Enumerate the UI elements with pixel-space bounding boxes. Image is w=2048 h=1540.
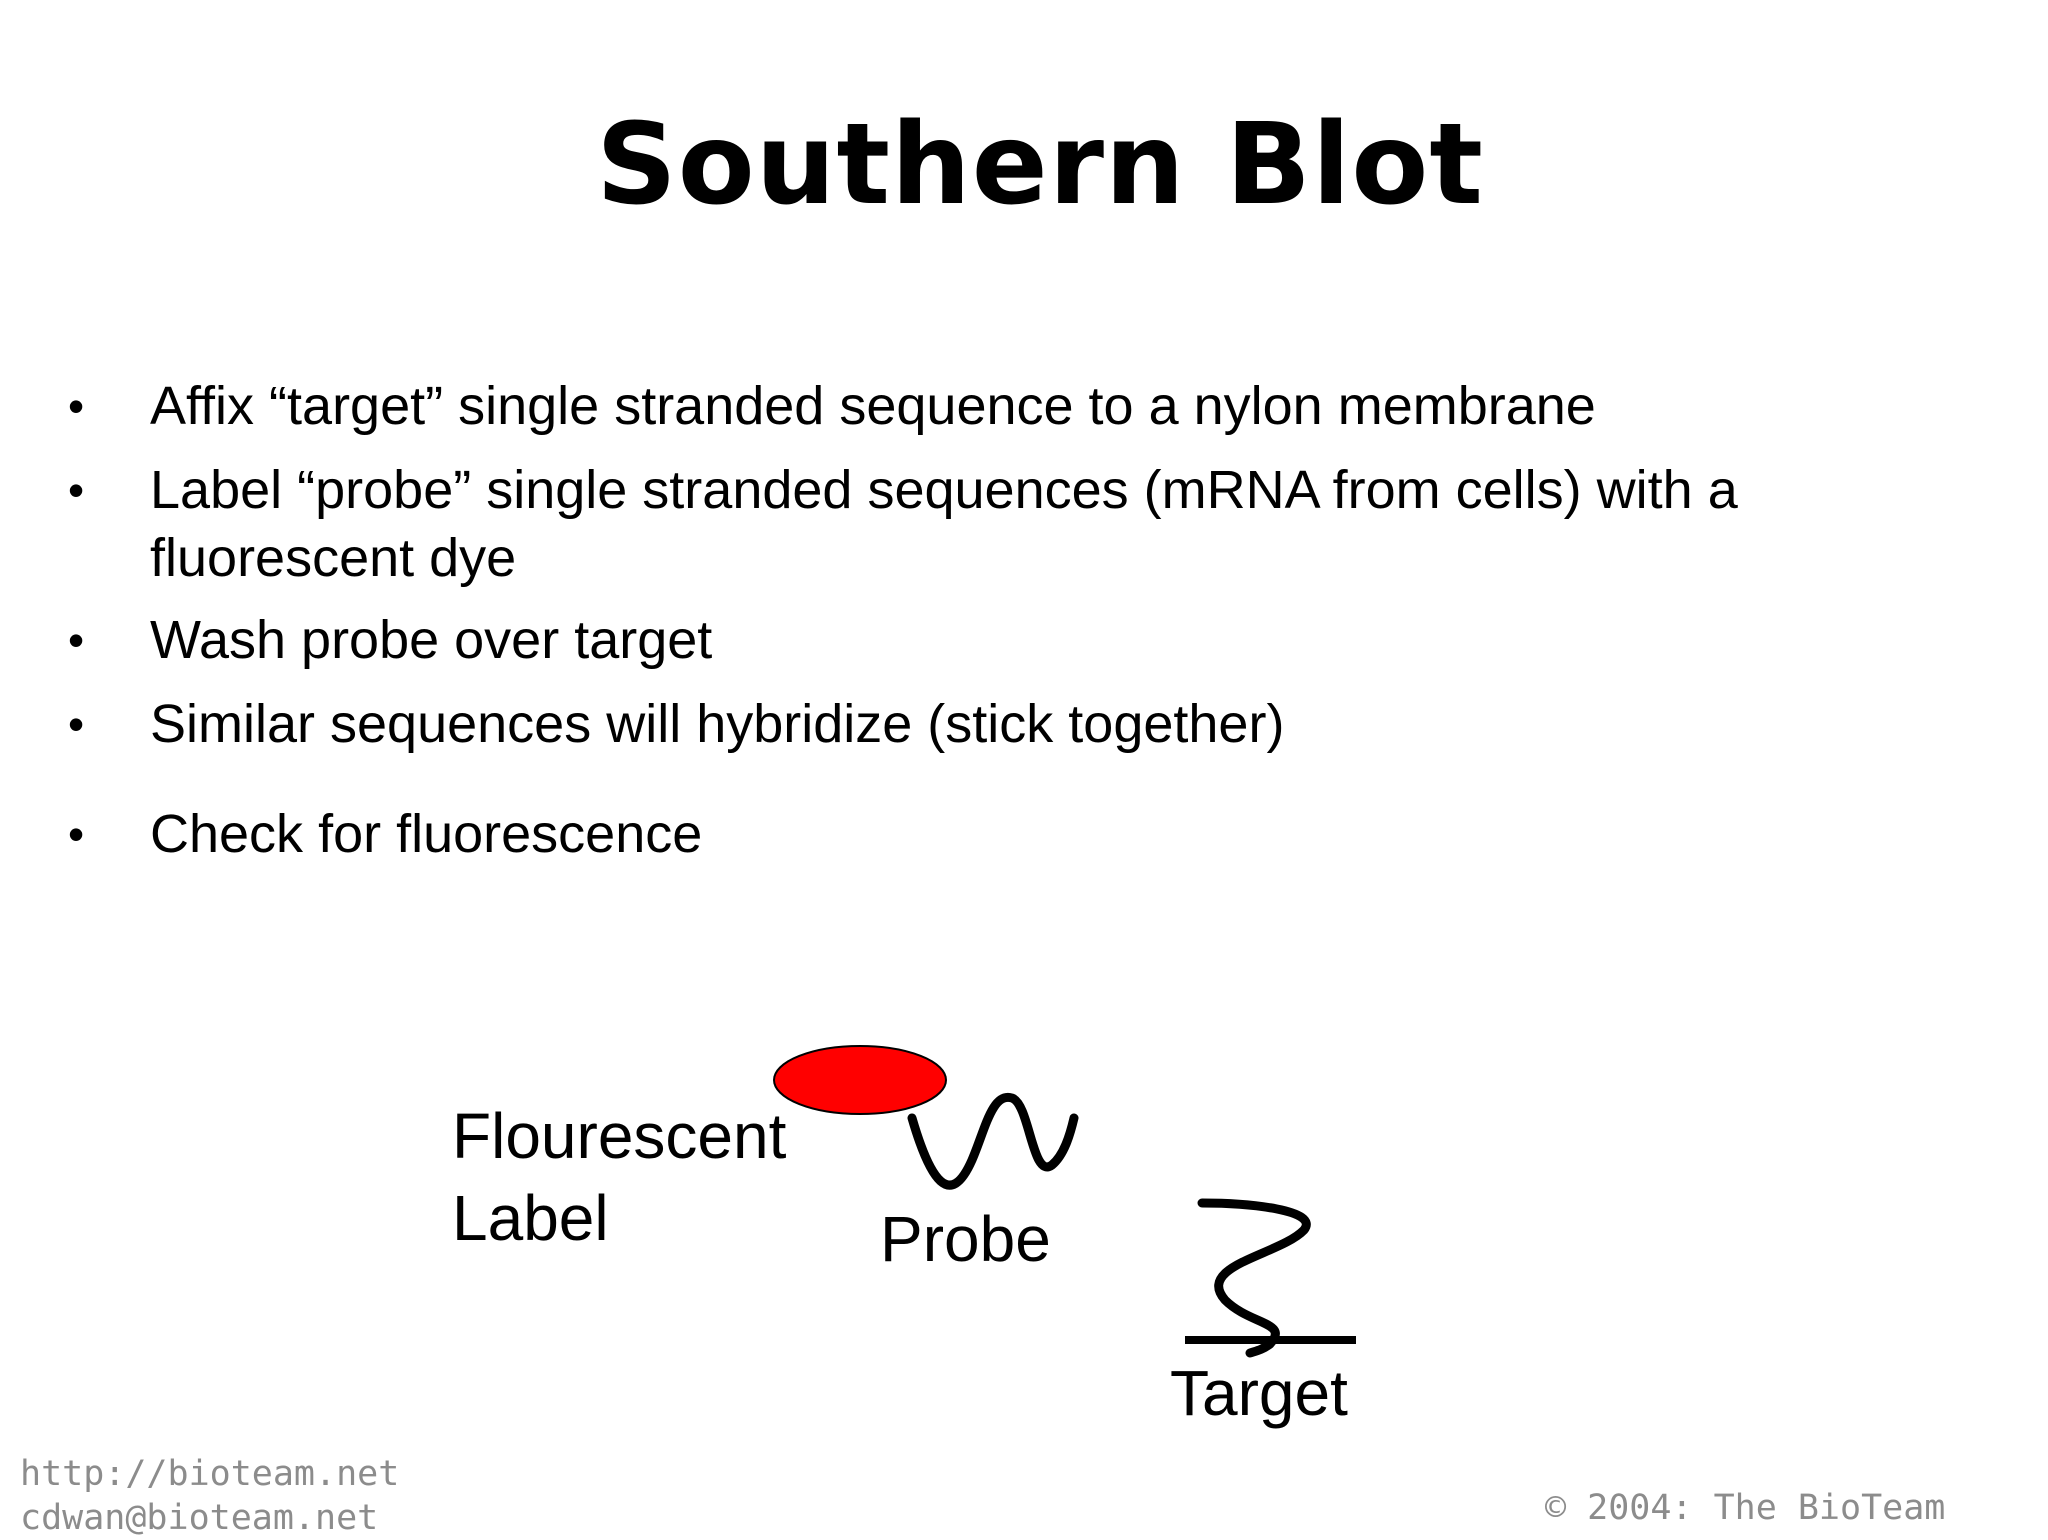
fluorescent-label-caption-line1: Flourescent — [452, 1100, 787, 1172]
bullet-item: • Similar sequences will hybridize (stic… — [68, 690, 1910, 758]
bullet-text: Wash probe over target — [150, 610, 713, 670]
bullet-marker: • — [68, 464, 85, 516]
bullet-text: Label “probe” single stranded sequences … — [150, 460, 1738, 588]
footer-contact: http://bioteam.net cdwan@bioteam.net — [20, 1452, 399, 1540]
footer-copyright: © 2004: The BioTeam — [1545, 1488, 1946, 1528]
bullet-item: • Check for fluorescence — [68, 800, 1910, 868]
bullet-text: Similar sequences will hybridize (stick … — [150, 694, 1285, 754]
slide-title: Southern Blot — [596, 100, 1484, 230]
fluorescent-label-caption: Flourescent Label — [452, 1095, 786, 1259]
bullet-list: • Affix “target” single stranded sequenc… — [68, 372, 1910, 868]
footer-email: cdwan@bioteam.net — [20, 1498, 379, 1538]
bullet-text: Check for fluorescence — [150, 804, 703, 864]
bullet-item: • Label “probe” single stranded sequence… — [68, 456, 1910, 592]
bullet-marker: • — [68, 614, 85, 666]
bullet-marker: • — [68, 698, 85, 750]
bullet-marker: • — [68, 808, 85, 860]
target-strand — [1197, 1198, 1311, 1358]
bullet-item: • Affix “target” single stranded sequenc… — [68, 372, 1910, 440]
target-caption: Target — [1170, 1357, 1348, 1429]
bullet-text: Affix “target” single stranded sequence … — [150, 376, 1596, 436]
probe-strand — [907, 1092, 1079, 1190]
fluorescent-label-oval — [773, 1045, 947, 1115]
fluorescent-label-caption-line2: Label — [452, 1182, 609, 1254]
bullet-item: • Wash probe over target — [68, 606, 1910, 674]
footer-url: http://bioteam.net — [20, 1454, 400, 1494]
bullet-marker: • — [68, 380, 85, 432]
probe-caption: Probe — [880, 1203, 1051, 1275]
